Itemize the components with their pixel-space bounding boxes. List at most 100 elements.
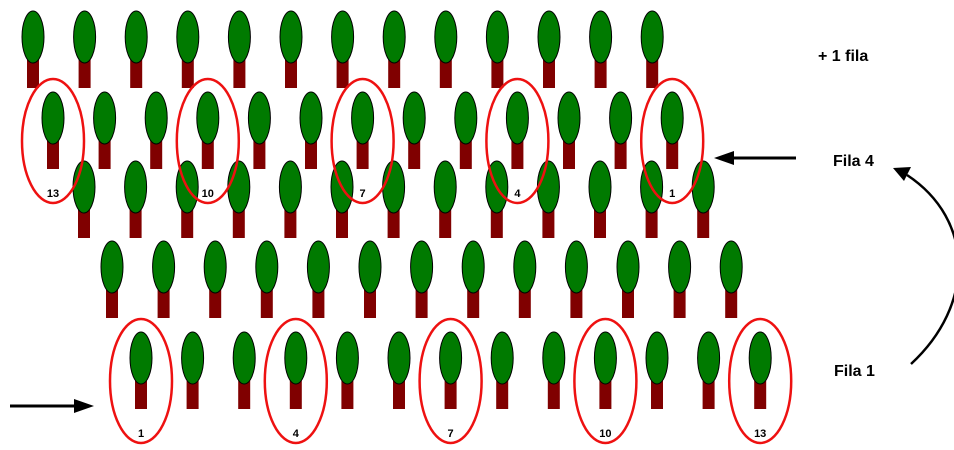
tree [719,240,743,318]
highlighted-tree: 1 [639,77,705,205]
tree-foliage [93,91,117,145]
tree-foliage [255,240,279,294]
tree-trunk [289,379,302,409]
tree-number: 7 [360,188,366,200]
tree [513,240,537,318]
tree-foliage [668,240,692,294]
tree [152,240,176,318]
tree-foliage [513,240,537,294]
tree-trunk [260,288,273,318]
tree [434,10,458,88]
tree [247,91,271,169]
tree-trunk [253,139,266,169]
tree-trunk [157,288,170,318]
highlighted-tree: 4 [485,77,550,205]
tree-trunk [312,288,325,318]
tree [124,10,148,88]
tree-trunk [130,58,143,88]
tree-trunk [209,288,222,318]
tree [640,10,664,88]
tree [227,160,251,238]
tree-foliage [461,240,485,294]
highlighted-tree: 7 [418,317,483,445]
tree-foliage [41,91,65,145]
tree [461,240,485,318]
tree-trunk [543,58,555,88]
tree-trunk [570,288,583,318]
tree [505,91,529,169]
tree-foliage [557,91,581,145]
tree [402,91,426,169]
tree-trunk [285,58,297,88]
tree [72,160,96,238]
tree-number: 7 [448,428,454,440]
label-row-4: Fila 4 [833,153,874,170]
tree-trunk [599,379,612,409]
tree [640,160,664,238]
tree-number: 10 [599,428,611,440]
tree-foliage [564,240,588,294]
tree-foliage [660,91,684,145]
tree-foliage [203,240,227,294]
tree [175,160,199,238]
tree-trunk [181,58,194,88]
tree [490,331,514,409]
highlight-ellipse [330,77,395,205]
tree-trunk [614,139,627,169]
tree [645,331,669,409]
tree-foliage [382,10,406,64]
tree-foliage [181,331,205,385]
tree [609,91,633,169]
tree-foliage [588,160,612,214]
tree-trunk [387,208,400,238]
tree-trunk [201,139,214,169]
tree-number: 1 [669,188,675,200]
tree [330,160,354,238]
tree-foliage [537,10,561,64]
highlight-ellipse [263,317,329,445]
tree-foliage [387,331,411,385]
tree-trunk [415,288,428,318]
tree [588,160,612,238]
tree [279,10,303,88]
tree-foliage [100,240,124,294]
tree-foliage [196,91,220,145]
tree [129,331,153,409]
tree-trunk [563,139,575,169]
tree [73,10,97,88]
tree-foliage [433,160,457,214]
tree [21,10,45,88]
tree [93,91,117,169]
tree-trunk [284,208,297,238]
tree-trunk [439,58,452,88]
tree-trunk [106,288,118,318]
tree [331,10,355,88]
tree-trunk [47,139,59,169]
tree-trunk [697,208,710,238]
tree-foliage [382,160,406,214]
tree-foliage [439,331,463,385]
tree-foliage [331,10,355,64]
tree-trunk [356,139,369,169]
tree [589,10,613,88]
tree-foliage [748,331,772,385]
tree-trunk [491,58,504,88]
tree-foliage [299,91,323,145]
tree-foliage [335,331,359,385]
tree-trunk [594,208,606,238]
tree-trunk [673,288,686,318]
tree-trunk [364,288,376,318]
tree-foliage [152,240,176,294]
tree-trunk [408,139,421,169]
tree-trunk [666,139,679,169]
tree-foliage [589,10,613,64]
tree [382,160,406,238]
label-extra-row: + 1 fila [818,48,868,65]
highlighted-tree: 1 [108,317,174,445]
arrow-row-1 [10,399,94,413]
tree-trunk [754,379,767,409]
tree [227,10,251,88]
tree-foliage [73,10,97,64]
tree-foliage [454,91,478,145]
